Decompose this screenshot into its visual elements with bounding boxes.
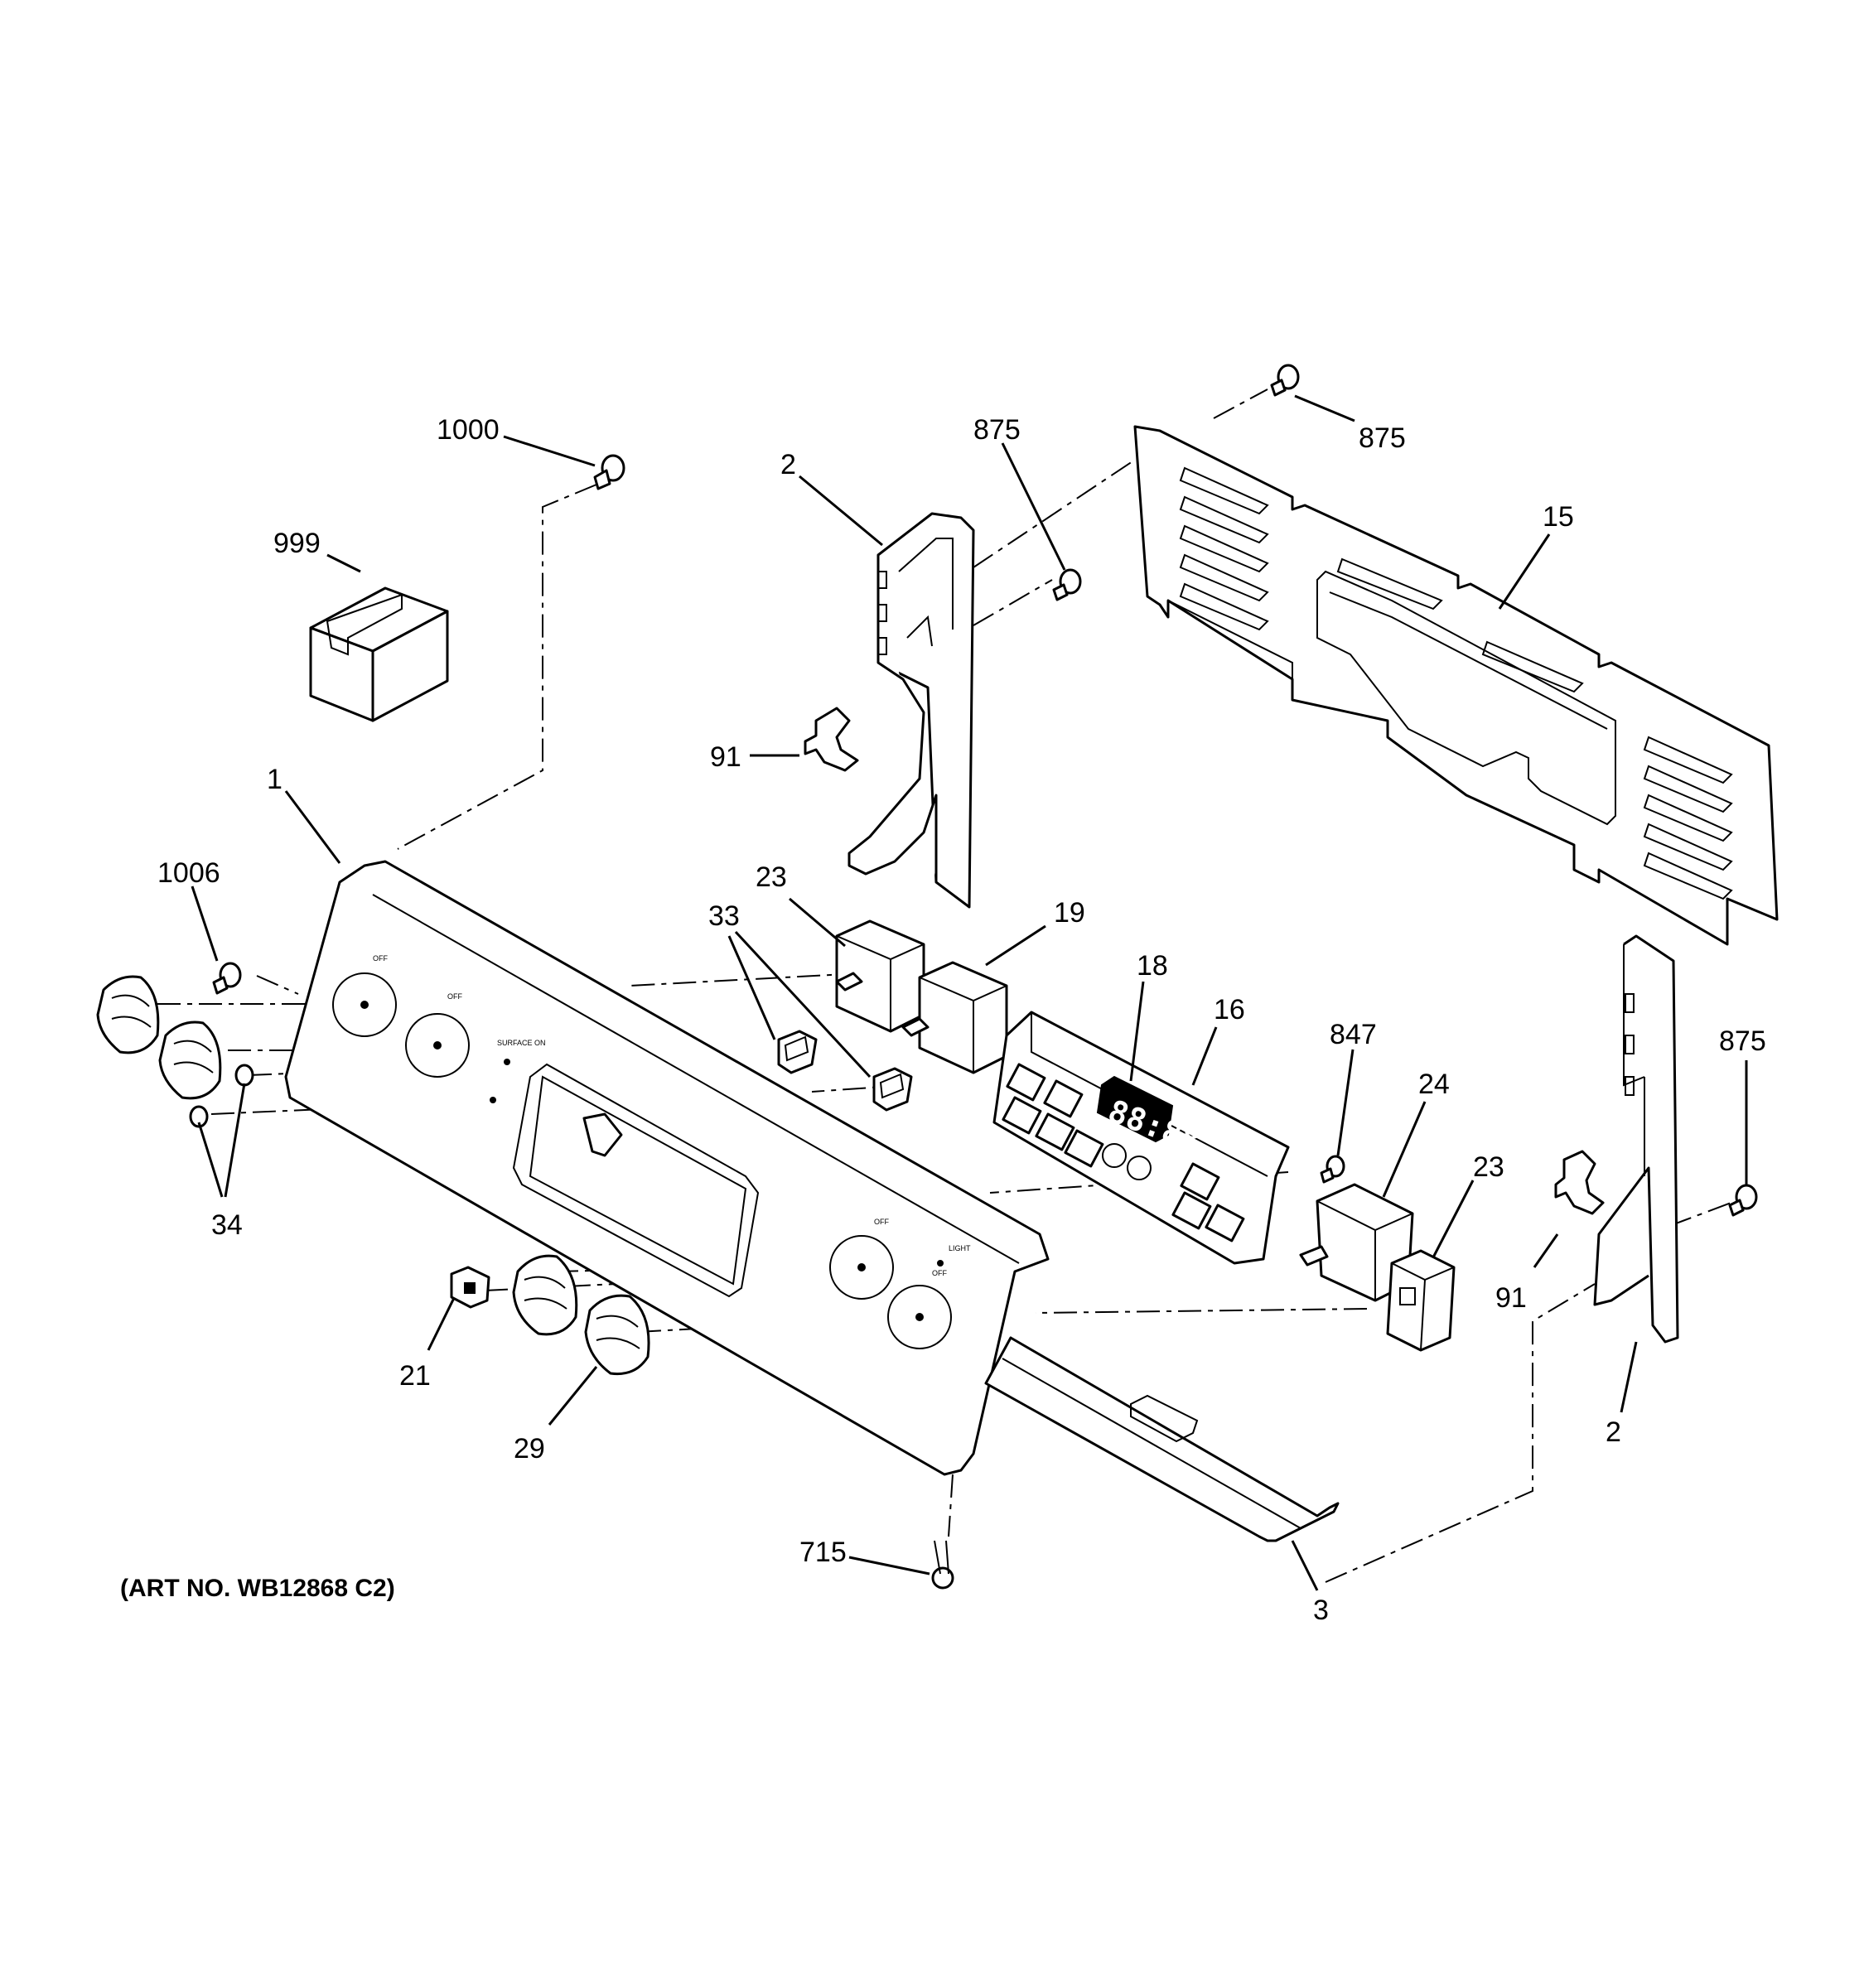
callout-847: 847 <box>1330 1019 1377 1050</box>
part-23-switch-upper <box>835 919 925 1033</box>
part-2-end-cap-left <box>847 512 975 909</box>
callout-875-top: 875 <box>1359 422 1406 454</box>
svg-text:OFF: OFF <box>932 1269 947 1277</box>
part-999-literature-box <box>309 586 449 722</box>
part-875-screw-c <box>1728 1184 1758 1217</box>
callout-21: 21 <box>399 1360 431 1392</box>
callout-1006: 1006 <box>157 857 220 889</box>
callout-91-left: 91 <box>710 741 741 773</box>
callout-16: 16 <box>1214 994 1245 1025</box>
callout-2-lower: 2 <box>1606 1416 1621 1448</box>
part-16-electronic-control: 88:88 <box>992 1011 1290 1265</box>
part-19-switch <box>901 961 1008 1074</box>
part-3-trim <box>984 1336 1340 1542</box>
callout-29: 29 <box>514 1433 545 1464</box>
callout-875-upper: 875 <box>973 414 1021 446</box>
callout-33: 33 <box>708 900 740 932</box>
svg-text:SURFACE ON: SURFACE ON <box>497 1039 546 1047</box>
callout-23-lower: 23 <box>1473 1151 1504 1183</box>
part-715-screw <box>931 1540 954 1590</box>
svg-text:OFF: OFF <box>447 992 462 1001</box>
art-number: (ART NO. WB12868 C2) <box>120 1575 395 1602</box>
part-91-bracket-left <box>804 707 859 772</box>
callout-715: 715 <box>799 1537 847 1568</box>
part-33-rocker-b <box>872 1067 913 1112</box>
leader-lines <box>191 394 1748 1591</box>
part-2-end-cap-right <box>1593 934 1679 1344</box>
part-21-light-switch <box>450 1266 490 1309</box>
part-875-screw-b <box>1270 364 1300 397</box>
callout-19: 19 <box>1054 897 1085 929</box>
callout-23-upper: 23 <box>756 861 787 893</box>
callout-875-right: 875 <box>1719 1025 1766 1057</box>
part-29-knob-b <box>584 1294 650 1376</box>
callout-24: 24 <box>1418 1069 1450 1100</box>
knob-upper-2 <box>158 1021 222 1100</box>
knob-upper-1 <box>96 975 160 1054</box>
callout-1: 1 <box>267 764 282 795</box>
callout-18: 18 <box>1137 950 1168 982</box>
callout-91-right: 91 <box>1495 1282 1527 1314</box>
part-91-bracket-right <box>1554 1150 1605 1215</box>
part-15-back-panel <box>1133 425 1779 946</box>
callout-34: 34 <box>211 1209 243 1241</box>
callout-2-upper: 2 <box>780 449 796 480</box>
callouts: 1000 999 1 1006 34 2 875 875 15 91 23 33… <box>157 414 1766 1626</box>
part-1-control-panel: OFF OFF OFF OFF SURFACE ON LIGHT <box>284 860 1050 1476</box>
part-23-switch-lower <box>1386 1249 1456 1352</box>
part-847-screw <box>1320 1155 1345 1184</box>
part-33-rocker-a <box>777 1030 818 1074</box>
callout-1000: 1000 <box>437 414 500 446</box>
callout-999: 999 <box>273 528 321 559</box>
part-1000-screw <box>593 454 625 490</box>
svg-text:OFF: OFF <box>874 1218 889 1226</box>
part-875-screw-a <box>1052 568 1082 601</box>
part-1006-screw <box>212 962 242 995</box>
callout-3: 3 <box>1313 1595 1329 1626</box>
callout-15: 15 <box>1543 501 1574 533</box>
svg-text:LIGHT: LIGHT <box>949 1244 971 1252</box>
part-29-knob-a <box>512 1254 578 1336</box>
part-34-plug-a <box>234 1064 254 1087</box>
svg-text:OFF: OFF <box>373 954 388 963</box>
part-18-display <box>1096 1075 1174 1143</box>
